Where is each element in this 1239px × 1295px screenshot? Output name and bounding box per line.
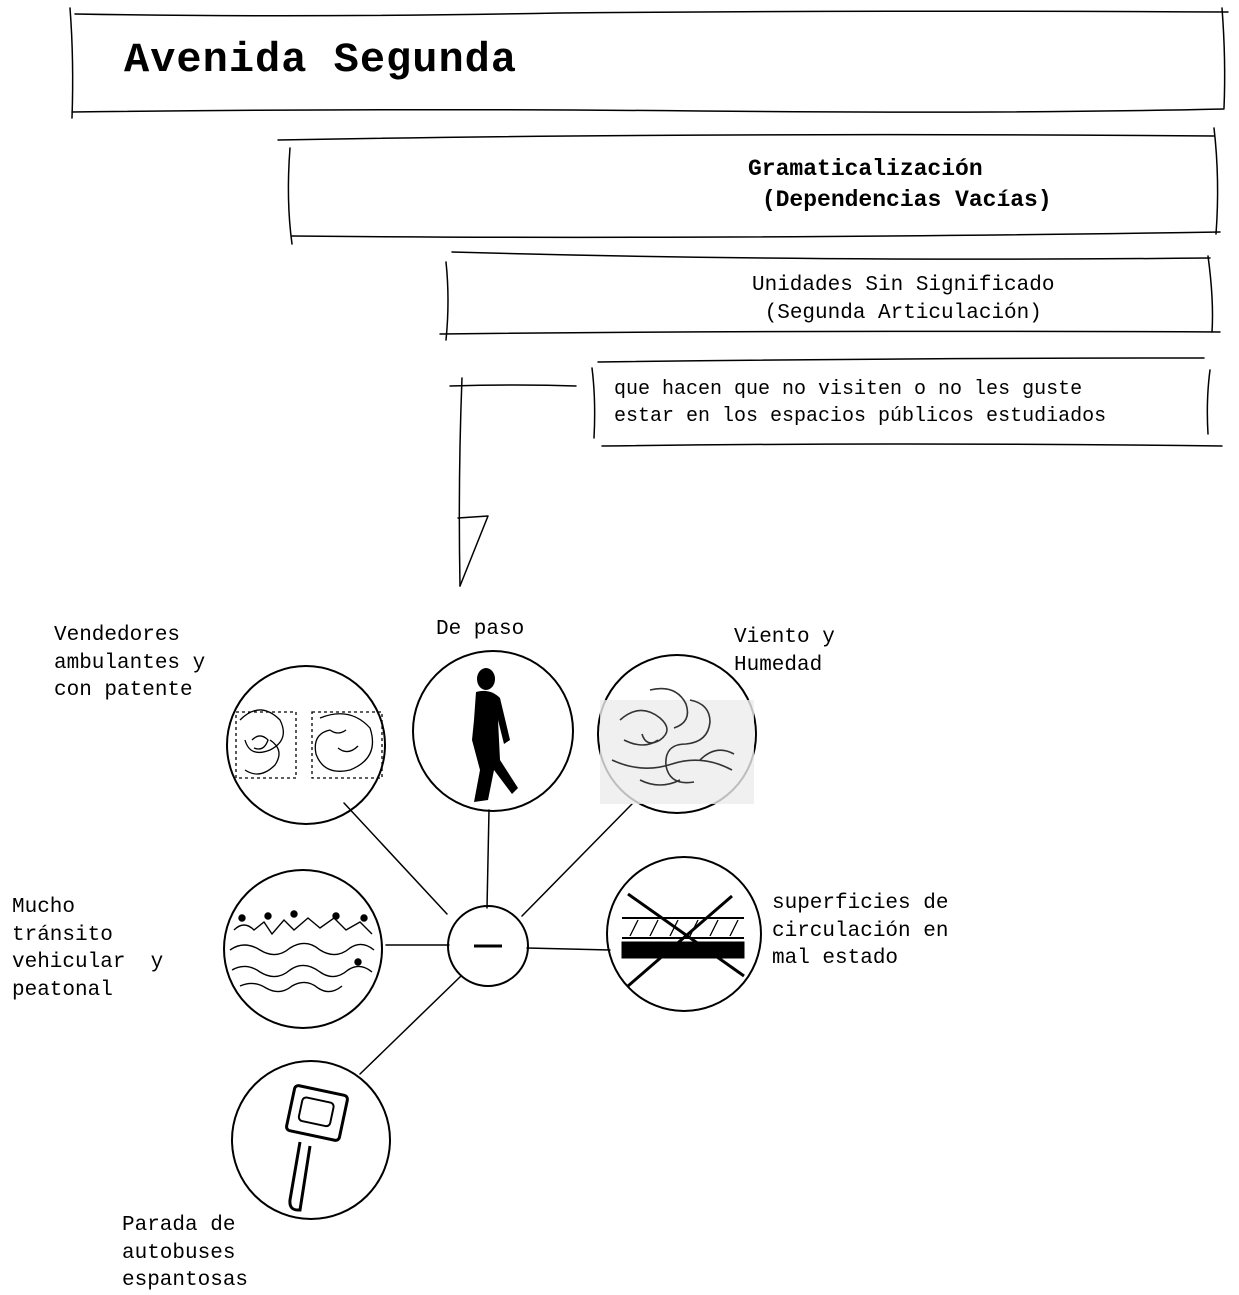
label-transito: Mucho tránsito vehicular y peatonal	[12, 896, 164, 1003]
unidades-box	[439, 251, 1221, 341]
crowd-icon	[229, 910, 375, 993]
spokes	[343, 802, 633, 1075]
bus-stop-sign-icon	[285, 1084, 349, 1212]
node-transito	[223, 869, 383, 1029]
unidades-text: Unidades Sin Significado (Segunda Articu…	[752, 272, 1054, 329]
gramatica-line1: Gramaticalización	[748, 156, 983, 182]
que-box	[591, 357, 1223, 447]
unidades-line1: Unidades Sin Significado	[752, 274, 1055, 297]
center-node	[447, 905, 529, 987]
label-superficies: superficies de circulación en mal estado	[772, 892, 949, 971]
unidades-line2: (Segunda Articulación)	[764, 302, 1042, 326]
node-vendedores	[226, 665, 386, 825]
node-parada	[231, 1060, 391, 1220]
node-viento	[597, 654, 757, 814]
gramatica-box	[277, 127, 1221, 245]
walking-person-icon	[472, 668, 518, 802]
label-parada: Parada de autobuses espantosas	[122, 1214, 249, 1293]
que-line1: que hacen que no visiten o no les guste	[614, 378, 1083, 401]
node-de-paso	[412, 650, 574, 812]
label-de-paso: De paso	[436, 618, 525, 641]
que-line2: estar en los espacios públicos estudiado…	[614, 405, 1107, 428]
label-viento: Viento y Humedad	[734, 626, 835, 677]
arrow-connector	[449, 377, 577, 587]
que-text: que hacen que no visiten o no les guste …	[614, 376, 1106, 430]
wind-wave-icon	[600, 687, 754, 804]
label-vendedores: Vendedores ambulantes y con patente	[54, 624, 206, 703]
crossed-road-icon	[621, 892, 745, 988]
vendors-sketch-icon	[235, 709, 383, 779]
gramatica-line2: (Dependencias Vacías)	[761, 187, 1052, 214]
node-superficies	[606, 856, 762, 1012]
title-box	[69, 7, 1229, 119]
gramaticalizacion-text: Gramaticalización (Dependencias Vacías)	[748, 154, 1052, 216]
page-title: Avenida Segunda	[124, 36, 518, 84]
